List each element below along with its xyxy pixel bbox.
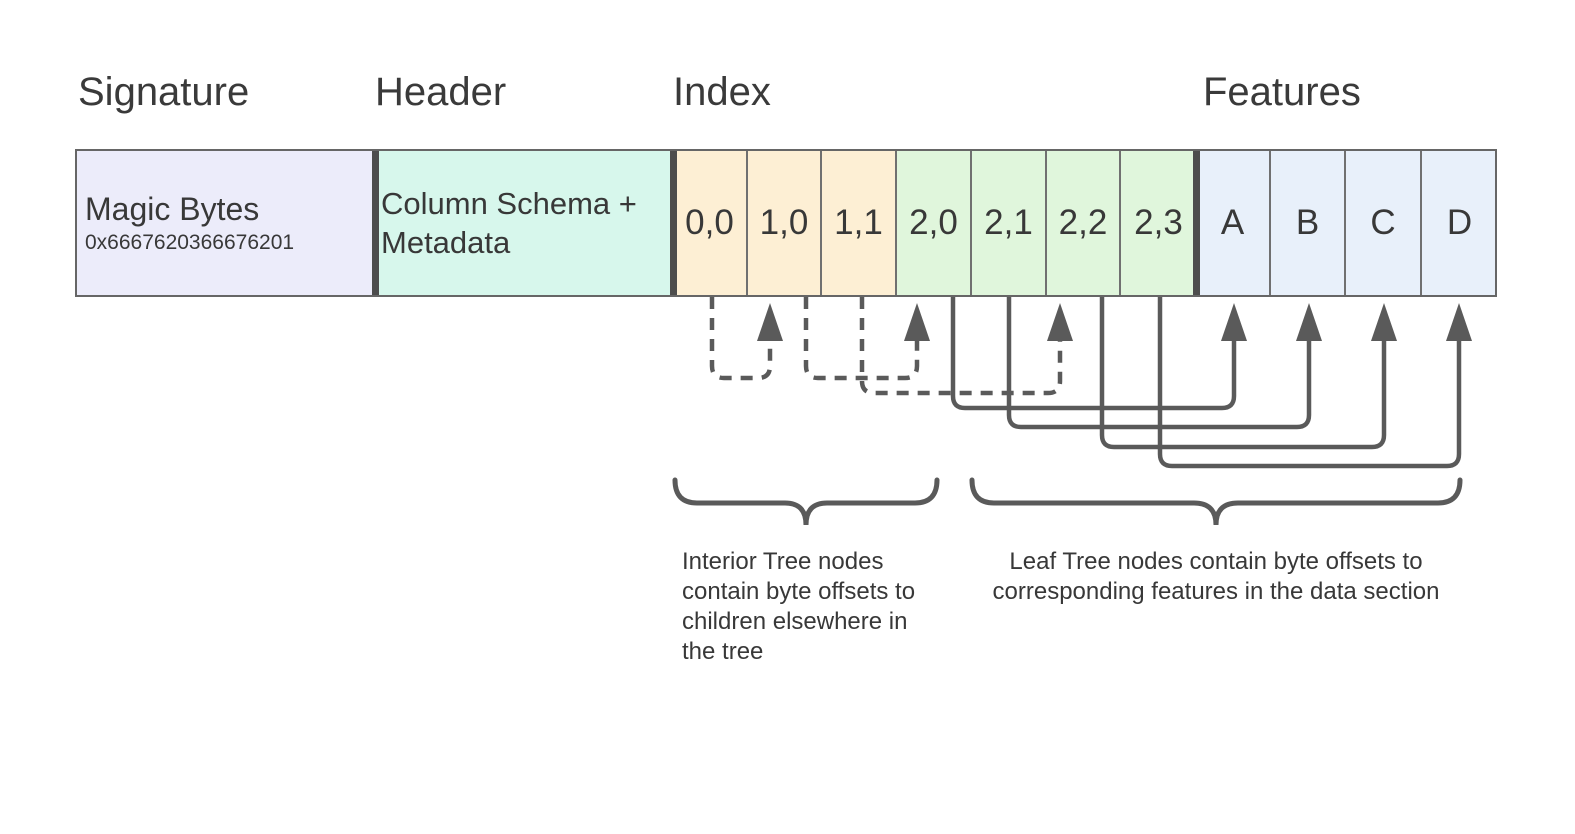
arrow-2-1-to-feature-b	[1006, 297, 1312, 430]
byte-layout-row: Magic Bytes 0x6667620366676201 Column Sc…	[75, 149, 1497, 297]
signature-cell: Magic Bytes 0x6667620366676201	[75, 149, 375, 297]
divider-signature-header	[371, 149, 379, 297]
arrow-1-1-to-2-2	[859, 297, 1063, 396]
divider-index-features	[1192, 149, 1200, 297]
interior-nodes-note: Interior Tree nodes contain byte offsets…	[682, 547, 915, 667]
leaf-note-line: corresponding features in the data secti…	[992, 578, 1440, 605]
arrow-2-3-to-feature-d	[1157, 297, 1462, 469]
arrowhead-feature-d	[1446, 303, 1472, 341]
arrowhead-2-2	[1047, 303, 1073, 341]
arrow-0-0-to-1-0	[709, 297, 773, 381]
interior-nodes-brace	[672, 477, 940, 526]
index-cell-2-3: 2,3	[1121, 149, 1196, 297]
arrow-2-0-to-feature-a	[950, 297, 1237, 411]
divider-header-index	[669, 149, 677, 297]
leaf-nodes-brace	[969, 477, 1463, 526]
feature-cell-d: D	[1422, 149, 1497, 297]
arrowhead-feature-b	[1296, 303, 1322, 341]
section-label-header: Header	[375, 70, 507, 114]
interior-note-line: Interior Tree nodes	[682, 548, 884, 575]
index-cell-2-0: 2,0	[897, 149, 972, 297]
index-cell-1-0: 1,0	[748, 149, 822, 297]
interior-note-line: the tree	[682, 638, 764, 665]
section-label-signature: Signature	[78, 70, 250, 114]
index-cell-1-1: 1,1	[822, 149, 897, 297]
interior-note-line: children elsewhere in	[682, 608, 908, 635]
header-cell: Column Schema + Metadata	[375, 149, 673, 297]
feature-cell-a: A	[1196, 149, 1271, 297]
arrowhead-2-0	[904, 303, 930, 341]
arrowhead-feature-c	[1371, 303, 1397, 341]
section-label-features: Features	[1203, 70, 1361, 114]
magic-bytes-hex: 0x6667620366676201	[85, 231, 295, 254]
index-cell-2-2: 2,2	[1047, 149, 1121, 297]
arrow-1-0-to-2-0	[803, 297, 920, 381]
arrowhead-feature-a	[1221, 303, 1247, 341]
leaf-nodes-note: Leaf Tree nodes contain byte offsets to …	[960, 547, 1472, 607]
index-cell-0-0: 0,0	[673, 149, 748, 297]
interior-note-line: contain byte offsets to	[682, 578, 916, 605]
section-label-index: Index	[673, 70, 771, 114]
arrowhead-1-0	[757, 303, 783, 341]
feature-cell-b: B	[1271, 149, 1346, 297]
arrow-2-2-to-feature-c	[1099, 297, 1387, 450]
magic-bytes-title: Magic Bytes	[85, 191, 260, 227]
index-cell-2-1: 2,1	[972, 149, 1047, 297]
feature-cell-c: C	[1346, 149, 1422, 297]
leaf-note-line: Leaf Tree nodes contain byte offsets to	[1009, 548, 1423, 575]
